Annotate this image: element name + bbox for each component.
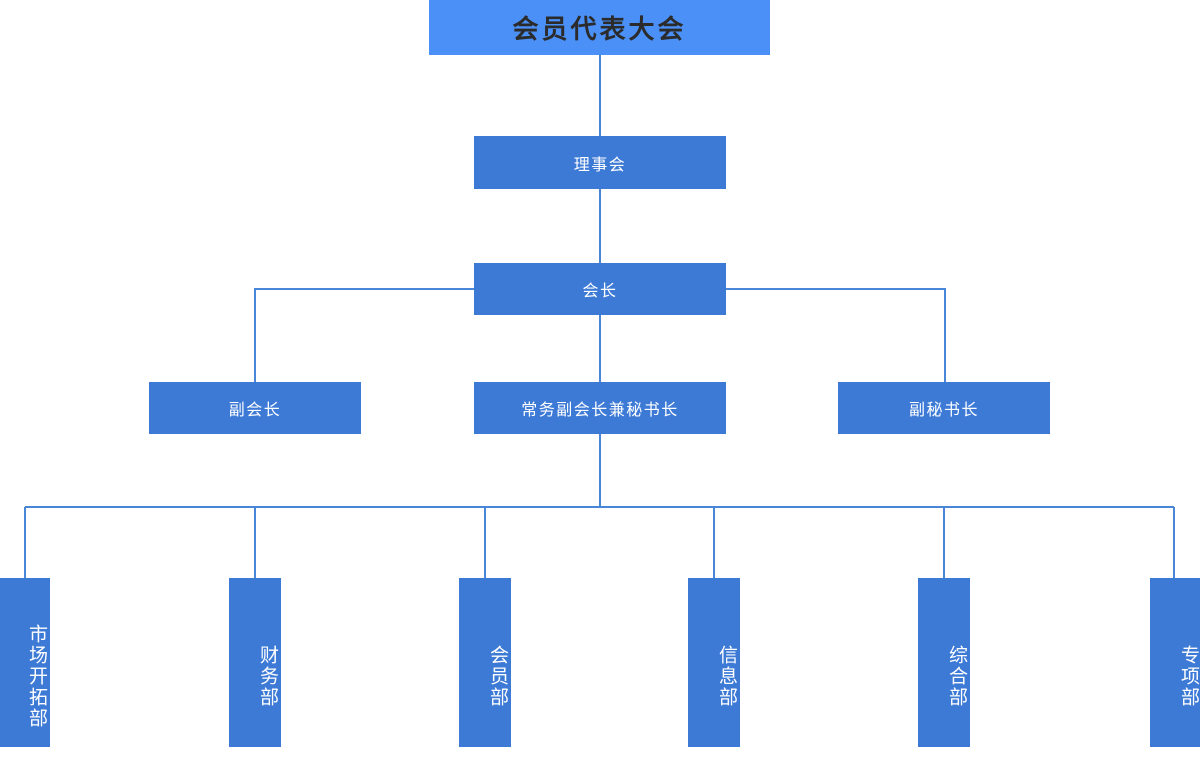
node-council[interactable]: 理事会 [474, 136, 726, 189]
node-market-development-label: 市场开拓部 [26, 624, 47, 729]
node-executive-vp-secretary-general-label: 常务副会长兼秘书长 [521, 402, 679, 419]
node-general-affairs[interactable]: 综合部 [918, 578, 970, 747]
node-finance-label: 财务部 [257, 645, 278, 708]
node-market-development[interactable]: 市场开拓部 [0, 578, 50, 747]
node-information[interactable]: 信息部 [688, 578, 740, 747]
node-vice-president[interactable]: 副会长 [149, 382, 361, 434]
node-executive-vp-secretary-general[interactable]: 常务副会长兼秘书长 [474, 382, 726, 434]
connector-president-deputy-secretary-general [726, 288, 946, 382]
node-deputy-secretary-general[interactable]: 副秘书长 [838, 382, 1050, 434]
node-special-projects[interactable]: 专项部 [1150, 578, 1200, 747]
node-membership-label: 会员部 [487, 645, 508, 708]
connector-president-vice-president [254, 288, 474, 382]
node-assembly-label: 会员代表大会 [512, 14, 687, 44]
node-general-affairs-label: 综合部 [946, 645, 967, 708]
node-finance[interactable]: 财务部 [229, 578, 281, 747]
node-deputy-secretary-general-label: 副秘书长 [908, 402, 979, 419]
node-president-label: 会长 [582, 283, 618, 300]
node-membership[interactable]: 会员部 [459, 578, 511, 747]
node-council-label: 理事会 [573, 156, 627, 174]
node-vice-president-label: 副会长 [228, 402, 282, 419]
node-special-projects-label: 专项部 [1178, 645, 1199, 708]
node-assembly[interactable]: 会员代表大会 [429, 0, 770, 55]
node-president[interactable]: 会长 [474, 263, 726, 315]
node-information-label: 信息部 [716, 645, 737, 708]
